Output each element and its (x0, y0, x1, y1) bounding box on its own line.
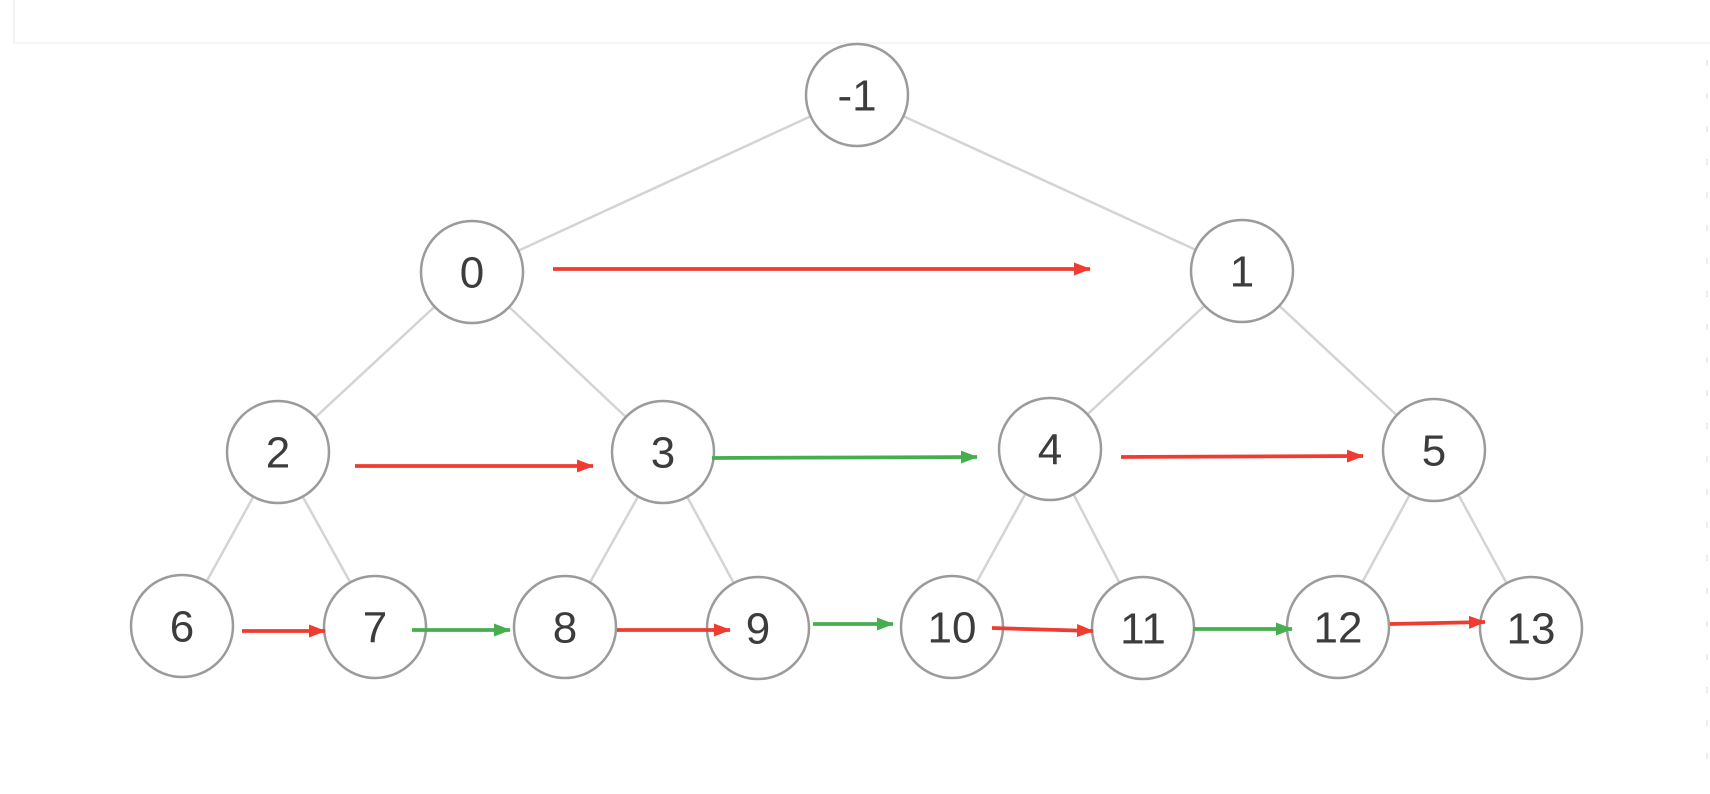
node-circle-3[interactable] (610, 399, 716, 505)
node-label-13: 13 (1507, 605, 1556, 654)
next-pointers-layer (242, 262, 1486, 638)
node-label-0: 0 (460, 249, 484, 298)
tree-node-9[interactable]: 9 (705, 575, 811, 681)
node-label-10: 10 (928, 604, 977, 653)
node-circle-5[interactable] (1381, 397, 1487, 503)
next-pointer-arrow-12-to-13 (1389, 615, 1486, 629)
node-label-5: 5 (1422, 427, 1446, 476)
node-label-12: 12 (1314, 604, 1363, 653)
tree-node-12[interactable]: 12 (1285, 574, 1391, 680)
tree-node-3[interactable]: 3 (610, 399, 716, 505)
node-label-7: 7 (363, 604, 387, 653)
node-circle-2[interactable] (225, 399, 331, 505)
node-circle-0[interactable] (419, 219, 525, 325)
tree-node-neg1[interactable]: -1 (804, 42, 910, 148)
tree-node-2[interactable]: 2 (225, 399, 331, 505)
tree-edges-layer (180, 93, 1533, 629)
tree-node-11[interactable]: 11 (1090, 575, 1196, 681)
node-label-8: 8 (553, 604, 577, 653)
tree-node-0[interactable]: 0 (419, 219, 525, 325)
next-pointer-arrow-10-to-11 (991, 624, 1094, 638)
node-label-1: 1 (1230, 248, 1254, 297)
next-pointer-arrow-3-to-4 (711, 450, 978, 464)
tree-edge-neg1-to-0 (471, 93, 858, 274)
tree-edge-neg1-to-1 (856, 93, 1243, 273)
node-circle-8[interactable] (512, 574, 618, 680)
tree-node-5[interactable]: 5 (1381, 397, 1487, 503)
node-circle-1[interactable] (1189, 218, 1295, 324)
tree-node-8[interactable]: 8 (512, 574, 618, 680)
tree-node-6[interactable]: 6 (129, 573, 235, 679)
node-label-6: 6 (170, 603, 194, 652)
tree-node-7[interactable]: 7 (322, 574, 428, 680)
node-circle-9[interactable] (705, 575, 811, 681)
node-circle-4[interactable] (997, 396, 1103, 502)
right-edge-dashed-line (1706, 60, 1708, 760)
node-circle-6[interactable] (129, 573, 235, 679)
node-label-11: 11 (1120, 605, 1166, 654)
node-label-3: 3 (651, 429, 675, 478)
tree-node-13[interactable]: 13 (1478, 575, 1584, 681)
node-label-4: 4 (1038, 426, 1062, 475)
node-label-neg1: -1 (837, 72, 876, 121)
next-pointer-arrow-4-to-5 (1120, 449, 1364, 463)
tree-node-1[interactable]: 1 (1189, 218, 1295, 324)
node-circle-neg1[interactable] (804, 42, 910, 148)
tree-node-4[interactable]: 4 (997, 396, 1103, 502)
node-label-9: 9 (746, 605, 770, 654)
panel-corner-vertical-line (13, 0, 15, 42)
node-label-2: 2 (266, 429, 290, 478)
tree-node-10[interactable]: 10 (899, 574, 1005, 680)
